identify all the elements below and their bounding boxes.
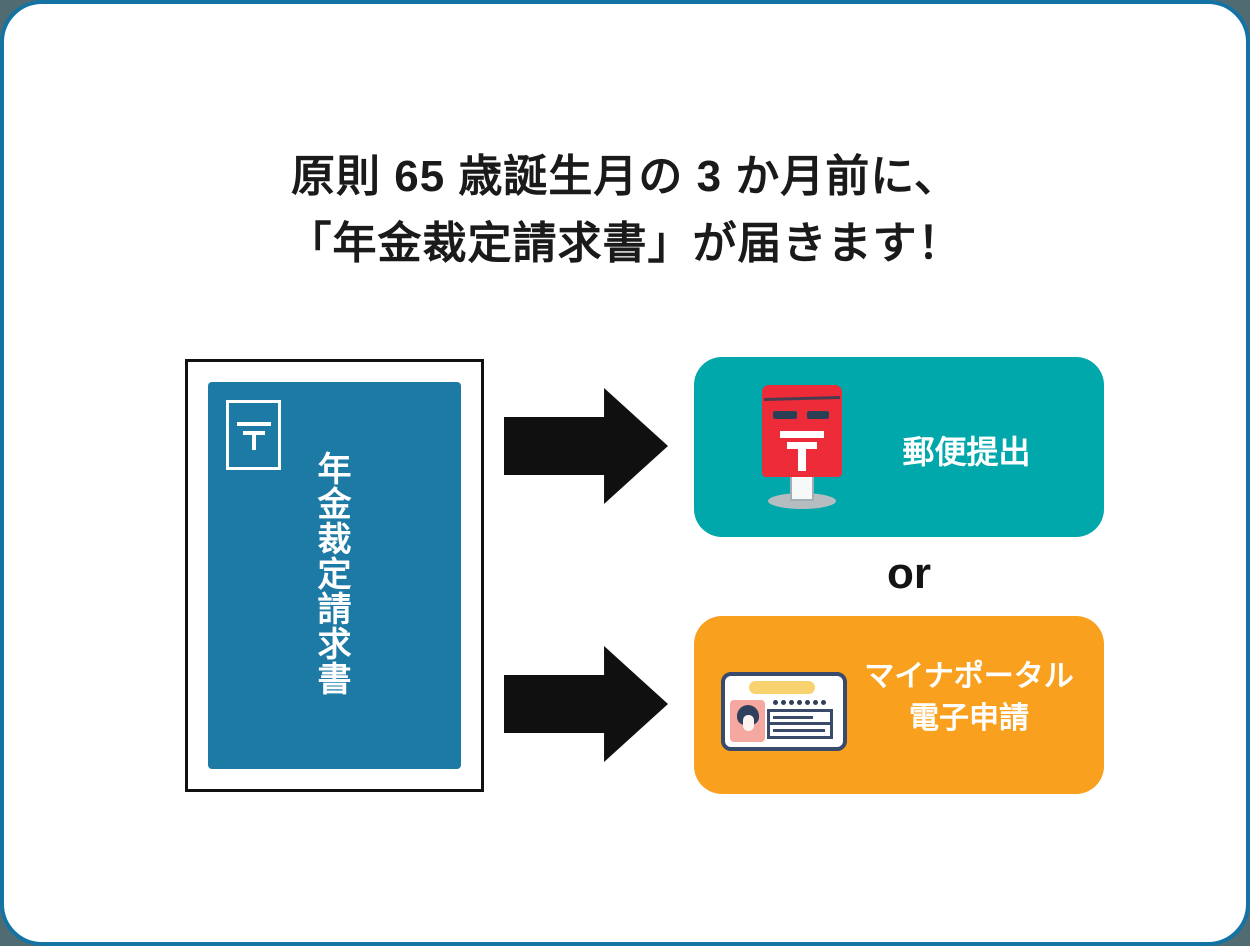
digital-option-label-line-2: 電子申請	[909, 702, 1029, 735]
card-photo-face	[742, 715, 754, 731]
digital-option-label: マイナポータル 電子申請	[844, 656, 1094, 740]
arrow-to-digital-icon	[504, 646, 668, 762]
card-photo	[730, 700, 765, 742]
postbox-body	[762, 385, 842, 477]
card-title-bar	[749, 681, 815, 694]
postal-mark-box	[226, 400, 281, 470]
postbox-slot-right	[807, 411, 829, 419]
postal-mark-icon	[236, 422, 271, 454]
envelope-front: 年金裁定請求書	[208, 382, 461, 769]
or-label: or	[887, 549, 931, 598]
card-number-dots	[773, 700, 826, 705]
postbox-leg	[790, 473, 814, 501]
card-info-table	[767, 709, 833, 739]
postal-mark-icon	[780, 431, 824, 473]
title-line-2: 「年金裁定請求書」が届きます！	[287, 219, 963, 268]
postbox-slot-left	[773, 411, 797, 419]
option-digital-application: マイナポータル 電子申請	[694, 616, 1104, 794]
option-mail-submission: 郵便提出	[694, 357, 1104, 537]
mynumber-card-icon	[721, 672, 847, 751]
title-line-1: 原則 65 歳誕生月の 3 か月前に、	[291, 152, 959, 201]
digital-option-label-line-1: マイナポータル	[864, 660, 1074, 693]
postbox-shadow	[768, 493, 836, 509]
postbox-lid	[763, 396, 841, 401]
pension-claim-envelope: 年金裁定請求書	[185, 359, 484, 792]
mail-option-label: 郵便提出	[902, 434, 1031, 470]
arrow-to-mail-icon	[504, 388, 668, 504]
envelope-label: 年金裁定請求書	[317, 451, 352, 699]
postbox-icon	[762, 385, 842, 511]
page-title: 原則 65 歳誕生月の 3 か月前に、 「年金裁定請求書」が届きます！	[4, 143, 1246, 277]
